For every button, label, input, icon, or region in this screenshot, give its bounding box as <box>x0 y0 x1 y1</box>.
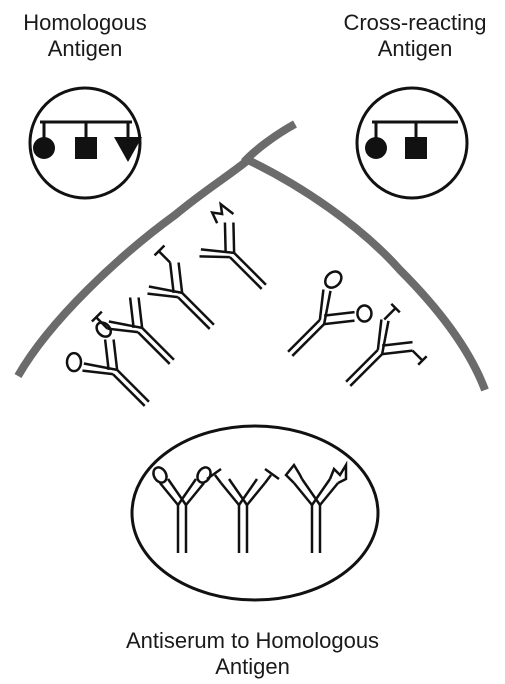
antibody-bar-binding <box>330 304 435 409</box>
circle-determinant-icon <box>33 137 55 159</box>
antibody-circle-binding <box>151 465 213 553</box>
barrier-left-arc <box>18 160 248 376</box>
antiserum-well <box>132 426 378 600</box>
barrier-spur <box>244 124 295 162</box>
homologous-antigen-well <box>30 88 142 198</box>
antibody-bar-binding <box>207 469 279 553</box>
circle-determinant-icon <box>365 137 387 159</box>
antiserum-well-ellipse <box>132 426 378 600</box>
antibody-notch-binding <box>286 465 346 553</box>
precipitated-antibodies-left <box>58 203 285 428</box>
precipitated-antibodies-right <box>270 268 435 409</box>
square-determinant-icon <box>75 137 97 159</box>
barrier-right-arc <box>248 160 485 390</box>
antibody-circle-binding <box>270 268 380 378</box>
antibody-bar-binding <box>132 246 229 343</box>
cross-reacting-antigen-well <box>357 88 467 198</box>
square-determinant-icon <box>405 137 427 159</box>
precipitin-barrier <box>18 124 485 390</box>
cross-reacting-antigen-molecule <box>365 122 458 159</box>
homologous-antigen-molecule <box>33 122 142 162</box>
antiserum-antibodies <box>151 465 346 553</box>
antibody-notch-binding <box>184 203 285 304</box>
